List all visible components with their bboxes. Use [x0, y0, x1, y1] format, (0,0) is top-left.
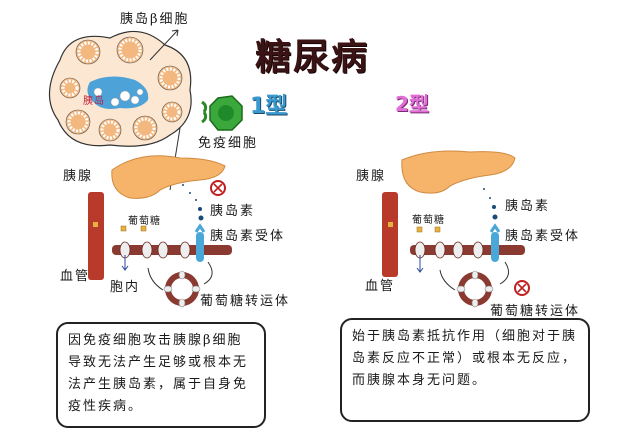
- immune-cell-label: 免疫细胞: [198, 136, 259, 151]
- blocked-icon-type1: [210, 180, 226, 196]
- type2-description-box: 始于胰岛素抵抗作用（细胞对于胰岛素反应不正常）或根本无反应，而胰腺本身无问题。: [340, 318, 590, 422]
- membrane-type2: [410, 245, 525, 255]
- islet-illustration: [48, 29, 192, 191]
- vessel-label-type2: 血管: [365, 279, 396, 294]
- page-title: 糖尿病: [255, 37, 370, 78]
- cell-interior-label: 胞内: [110, 280, 141, 295]
- beta-cell-label: 胰岛β细胞: [120, 12, 190, 27]
- type2-description: 始于胰岛素抵抗作用（细胞对于胰岛素反应不正常）或根本无反应，而胰腺本身无问题。: [352, 329, 578, 388]
- glucose-label-type1: 葡萄糖: [128, 216, 161, 227]
- vessel-type1: [88, 192, 104, 280]
- type1-description: 因免疫细胞攻击胰腺β细胞导致无法产生足够或根本无法产生胰岛素，属于自身免疫性疾病…: [68, 333, 249, 414]
- blocked-icon-type2: [514, 280, 530, 296]
- receptor-label-type1: 胰岛素受体: [210, 229, 286, 244]
- transporter-label-type2: 葡萄糖转运体: [490, 304, 581, 319]
- receptor-type2: [491, 232, 499, 262]
- islet-label: 胰岛: [83, 96, 105, 107]
- receptor-type1: [196, 232, 204, 262]
- pancreas-label-type2: 胰腺: [356, 169, 387, 184]
- pancreas-type2: [401, 150, 516, 194]
- receptor-label-type2: 胰岛素受体: [505, 229, 581, 244]
- vessel-label-type1: 血管: [60, 269, 91, 284]
- type2-heading: 2型: [395, 92, 429, 116]
- immune-cell-illustration: [201, 95, 243, 131]
- pancreas-type1: [111, 155, 226, 199]
- glucose-label-type2: 葡萄糖: [412, 215, 445, 226]
- insulin-label-type2: 胰岛素: [505, 199, 551, 214]
- vessel-type2: [382, 192, 398, 277]
- transporter-label-type1: 葡萄糖转运体: [200, 294, 291, 309]
- insulin-label-type1: 胰岛素: [210, 204, 256, 219]
- pancreas-label-type1: 胰腺: [63, 169, 94, 184]
- type1-description-box: 因免疫细胞攻击胰腺β细胞导致无法产生足够或根本无法产生胰岛素，属于自身免疫性疾病…: [56, 322, 266, 428]
- type1-heading: 1型: [250, 94, 288, 119]
